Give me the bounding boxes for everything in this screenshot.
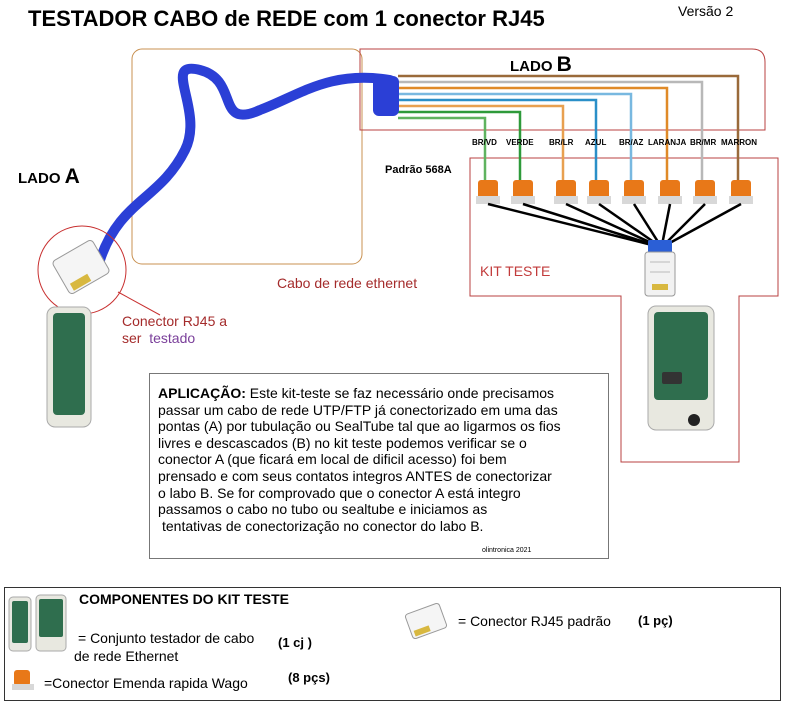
wires bbox=[398, 74, 740, 180]
lado-a-word: LADO bbox=[18, 170, 61, 187]
component-tester-text: = Conjunto testador de cabo de rede Ethe… bbox=[74, 629, 254, 665]
component-tester-line2: de rede Ethernet bbox=[74, 648, 179, 664]
components-title: COMPONENTES DO KIT TESTE bbox=[79, 591, 290, 607]
connector-label-ser: ser bbox=[122, 330, 142, 346]
page-title: TESTADOR CABO de REDE com 1 conector RJ4… bbox=[28, 6, 545, 31]
component-wago-text: =Conector Emenda rapida Wago bbox=[44, 675, 248, 691]
lado-b-letter: B bbox=[556, 53, 572, 76]
application-heading: APLICAÇÃO: bbox=[158, 385, 246, 401]
connector-label: Conector RJ45 a ser testado bbox=[122, 313, 227, 347]
application-line-6: prensado e com seus contatos integros AN… bbox=[158, 467, 552, 484]
component-tester-qty: (1 cj ) bbox=[278, 635, 312, 650]
component-rj45-icon bbox=[404, 602, 448, 640]
lado-a-letter: A bbox=[64, 165, 80, 188]
cable-tester-main bbox=[647, 305, 715, 431]
version-label: Versão 2 bbox=[678, 3, 734, 19]
component-wago-qty: (8 pçs) bbox=[288, 670, 330, 685]
wire-label-azul: AZUL bbox=[585, 138, 607, 147]
cable-label: Cabo de rede ethernet bbox=[277, 275, 418, 291]
application-line-3: pontas (A) por tubulação ou SealTube tal… bbox=[158, 418, 561, 435]
application-line-9: tentativas de conectorização no conector… bbox=[162, 517, 484, 534]
cable-tester-remote bbox=[46, 306, 92, 428]
wire-azul bbox=[398, 98, 598, 180]
network-cable bbox=[95, 63, 395, 265]
application-line-1: Este kit-teste se faz necessário onde pr… bbox=[249, 385, 555, 401]
wago-3 bbox=[554, 180, 578, 204]
wire-br-lr bbox=[398, 104, 565, 180]
wire-label-laranja: LARANJA bbox=[648, 138, 687, 147]
application-box bbox=[149, 373, 609, 559]
wago-1 bbox=[476, 180, 500, 204]
wire-br-vd bbox=[398, 116, 487, 180]
wago-8 bbox=[729, 180, 753, 204]
wago-6 bbox=[658, 180, 682, 204]
cable-head bbox=[373, 76, 399, 116]
component-tester-line1: = Conjunto testador de cabo bbox=[78, 630, 255, 646]
test-plug-wires bbox=[487, 202, 742, 247]
wire-label-br-vd: BR/VD bbox=[472, 138, 497, 147]
application-line-8: passamos o cabo no tubo ou sealtube e in… bbox=[158, 501, 488, 518]
lado-b-frame bbox=[359, 48, 766, 131]
wire-verde bbox=[398, 110, 522, 180]
wire-label-br-lr: BR/LR bbox=[549, 138, 574, 147]
standard-label: Padrão 568A bbox=[385, 164, 452, 176]
wire-label-br-az: BR/AZ bbox=[619, 138, 644, 147]
rj45-connector-a bbox=[52, 240, 110, 294]
connector-label-testado: testado bbox=[149, 330, 196, 346]
wago-7 bbox=[693, 180, 717, 204]
connector-label-line1: Conector RJ45 a bbox=[122, 313, 228, 329]
component-wago-icon bbox=[12, 670, 34, 690]
application-text: APLICAÇÃO: Este kit-teste se faz necessá… bbox=[158, 385, 606, 534]
wire-marron bbox=[398, 74, 740, 180]
application-line-7: o labo B. Se for comprovado que o conect… bbox=[158, 484, 521, 501]
wire-label-br-mr: BR/MR bbox=[690, 138, 717, 147]
connector-pointer bbox=[117, 291, 161, 316]
component-tester-icon bbox=[8, 594, 67, 652]
cable-frame bbox=[131, 48, 363, 265]
application-line-4: livres e descascados (B) no kit teste po… bbox=[158, 434, 527, 451]
credit-label: olintronica 2021 bbox=[482, 547, 532, 554]
kit-label: KIT TESTE bbox=[480, 263, 551, 279]
component-rj45-qty: (1 pç) bbox=[638, 613, 673, 628]
application-line-2: passar um cabo de rede UTP/FTP já conect… bbox=[158, 401, 558, 418]
wago-4 bbox=[587, 180, 611, 204]
wago-connectors bbox=[476, 180, 753, 204]
wago-2 bbox=[511, 180, 535, 204]
lado-b-word: LADO bbox=[510, 58, 553, 75]
wago-5 bbox=[622, 180, 646, 204]
wire-label-verde: VERDE bbox=[506, 138, 534, 147]
application-line-5: conector A (que ficará em local de dific… bbox=[158, 451, 507, 468]
lado-b-label: LADO B bbox=[510, 53, 572, 77]
wire-laranja bbox=[398, 86, 669, 180]
components-box bbox=[4, 587, 781, 701]
component-rj45-text: = Conector RJ45 padrão bbox=[458, 613, 611, 629]
lado-a-label: LADO A bbox=[18, 165, 80, 189]
kit-frame bbox=[469, 157, 779, 463]
wire-br-az bbox=[398, 92, 633, 180]
test-rj45-plug bbox=[644, 240, 676, 297]
wire-br-mr bbox=[398, 80, 704, 180]
wire-label-marron: MARRON bbox=[721, 138, 757, 147]
